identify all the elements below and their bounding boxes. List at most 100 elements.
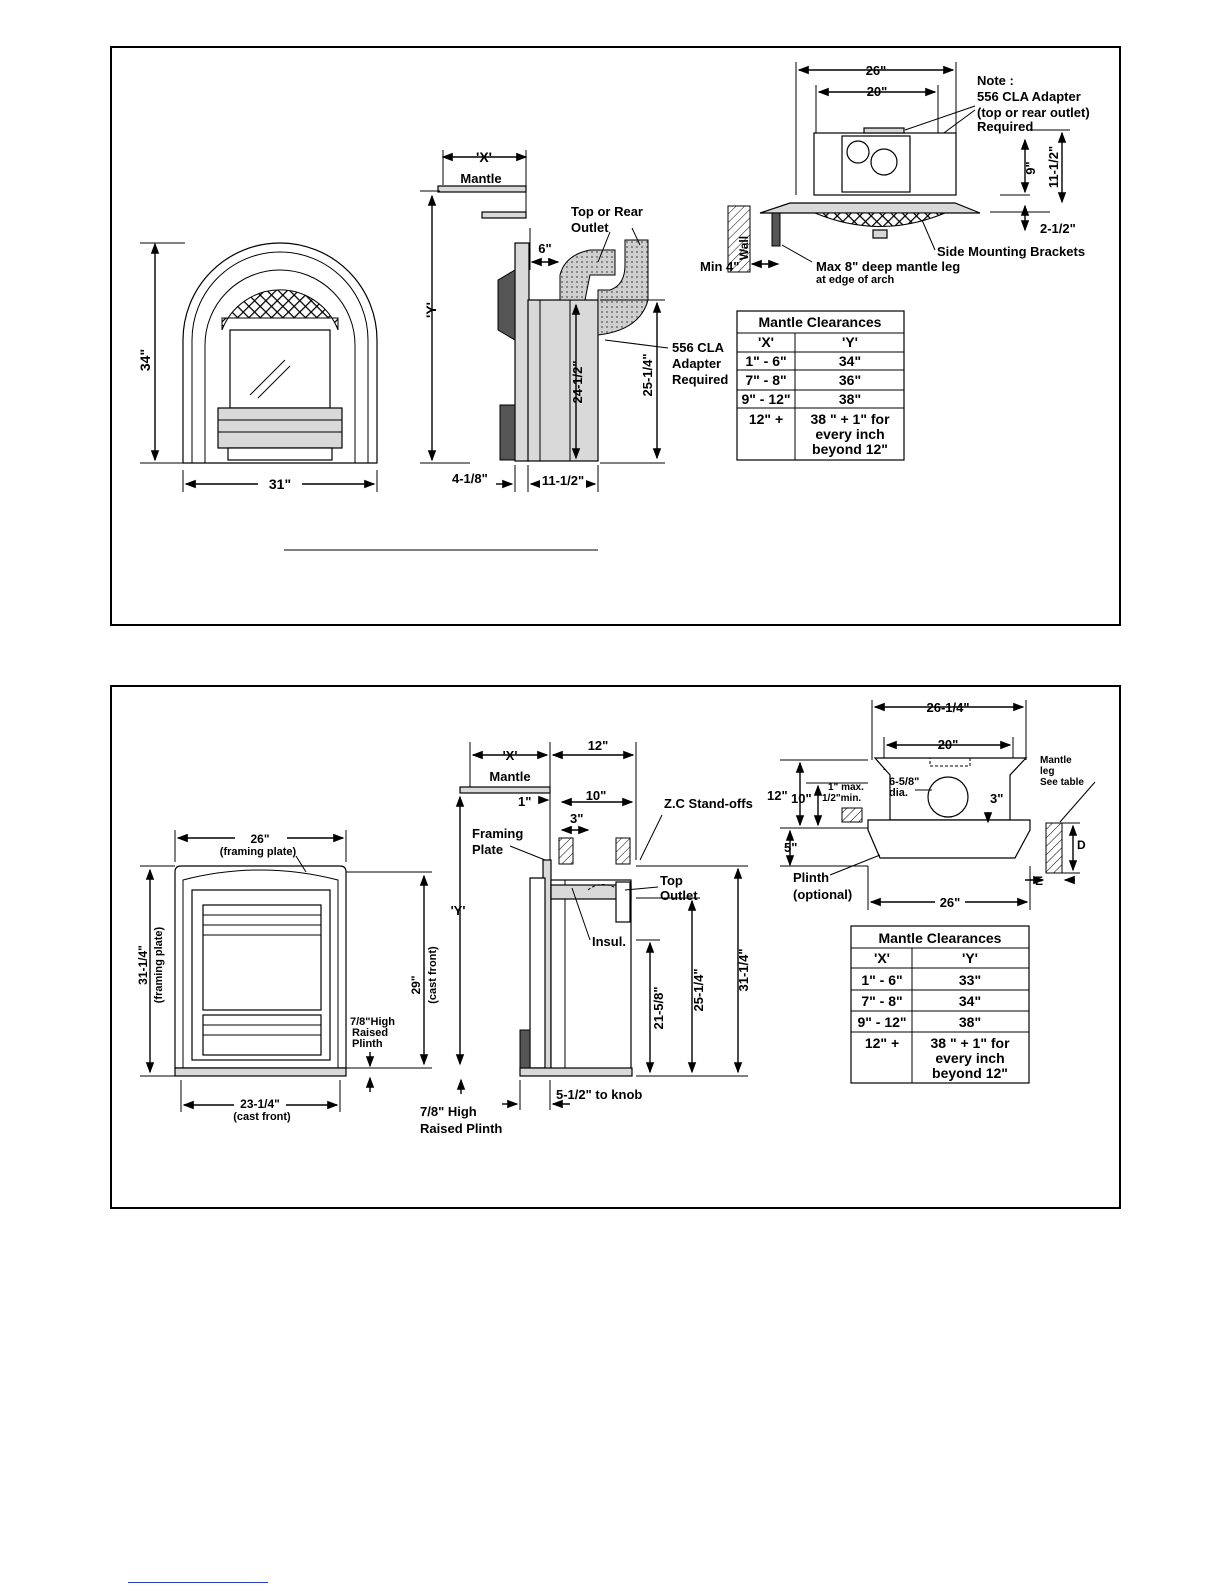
- bottom-side-view: 'X' 12" Mantle 'Y' 1" 10" Z.C Stand-offs…: [420, 738, 753, 1136]
- top-table-r4-y1: 38 " + 1" for: [810, 411, 890, 427]
- top-top-depth-9: 9": [1023, 161, 1038, 174]
- bottom-side-h25: 25-1/4": [691, 968, 706, 1011]
- bottom-front-view: 26" (framing plate) 31-1/4" (framing pla…: [136, 830, 439, 1123]
- top-table-r4-y2: every inch: [815, 426, 884, 442]
- top-panel: [110, 46, 1121, 626]
- top-side-adapter-3: Required: [672, 372, 728, 387]
- bottom-top-three: 3": [990, 791, 1003, 806]
- bottom-side-ten: 10": [586, 788, 607, 803]
- bottom-top-leg-2: leg: [1040, 766, 1054, 777]
- bottom-side-knob: 5-1/2" to knob: [556, 1087, 642, 1102]
- bottom-table-r2-x: 7" - 8": [861, 993, 902, 1009]
- bottom-top-plinth-2: (optional): [793, 887, 852, 902]
- top-top-note-1: Note :: [977, 73, 1014, 88]
- top-table-title: Mantle Clearances: [759, 314, 882, 330]
- bottom-top-h10: 10": [791, 791, 812, 806]
- top-top-brackets: Side Mounting Brackets: [937, 244, 1085, 259]
- bottom-front-height-frame: 31-1/4": [136, 945, 150, 985]
- bottom-side-h31: 31-1/4": [736, 948, 751, 991]
- bottom-table-r3-y: 38": [959, 1014, 981, 1030]
- top-table-r3-x: 9" - 12": [741, 391, 790, 407]
- bottom-front-width-frame-sub: (framing plate): [220, 846, 297, 858]
- top-top-view: 26" 20" Note : 556 CLA Adapter (top or r…: [700, 62, 1090, 286]
- top-side-y-label: 'Y': [423, 302, 439, 318]
- bottom-top-width-26: 26": [940, 895, 961, 910]
- bottom-side-h21: 21-5/8": [651, 986, 666, 1029]
- bottom-top-h12: 12": [767, 788, 788, 803]
- top-top-wall: Wall: [737, 236, 751, 260]
- bottom-table-col-y: 'Y': [962, 950, 978, 966]
- top-side-adapter-2: Adapter: [672, 356, 721, 371]
- bottom-side-plinth-1: 7/8" High: [420, 1104, 477, 1119]
- top-top-note-3: (top or rear outlet): [977, 105, 1090, 120]
- top-table-r4-x: 12" +: [749, 411, 783, 427]
- top-table-r4-y3: beyond 12": [812, 441, 888, 457]
- bottom-table-r1-y: 33": [959, 972, 981, 988]
- bottom-table-r4-y1: 38 " + 1" for: [930, 1035, 1010, 1051]
- bottom-top-leg-3: See table: [1040, 777, 1084, 788]
- bottom-top-leg-1: Mantle: [1040, 755, 1072, 766]
- top-front-view: [182, 242, 378, 464]
- bottom-front-height-frame-sub: (framing plate): [153, 926, 165, 1003]
- top-top-leg-2: at edge of arch: [816, 274, 895, 286]
- top-table-r1-y: 34": [839, 353, 861, 369]
- bottom-side-one: 1": [518, 794, 531, 809]
- top-top-width-inner: 20": [867, 84, 888, 99]
- top-clearances-table: Mantle Clearances 'X' 'Y' 1" - 6" 34" 7"…: [736, 310, 905, 461]
- footer-underline: [128, 1582, 268, 1583]
- top-front-width-label: 31": [269, 476, 291, 492]
- bottom-panel: [110, 685, 1121, 1209]
- bottom-side-three: 3": [570, 811, 583, 826]
- top-table-r3-y: 38": [839, 391, 861, 407]
- bottom-front-plinth-3: Plinth: [352, 1038, 383, 1050]
- top-top-leg-1: Max 8" deep mantle leg: [816, 259, 960, 274]
- top-front-height-label: 34": [137, 349, 153, 371]
- bottom-side-framing-2: Plate: [472, 842, 503, 857]
- bottom-front-height-cast: 29": [409, 975, 423, 994]
- bottom-top-h5: 5": [784, 840, 797, 855]
- bottom-side-framing-1: Framing: [472, 826, 523, 841]
- bottom-front-width-cast: 23-1/4": [240, 1097, 280, 1111]
- bottom-table-r4-y2: every inch: [935, 1050, 1004, 1066]
- bottom-clearances-table: Mantle Clearances 'X' 'Y' 1" - 6" 33" 7"…: [850, 925, 1030, 1084]
- bottom-front-plinth-1: 7/8"High: [350, 1016, 395, 1028]
- top-table-col-x: 'X': [758, 334, 774, 350]
- bottom-side-insul: Insul.: [592, 934, 626, 949]
- bottom-top-width-inner: 20": [938, 737, 959, 752]
- bottom-side-mantle: Mantle: [489, 769, 530, 784]
- bottom-table-r1-x: 1" - 6": [861, 972, 902, 988]
- top-side-adapter-1: 556 CLA: [672, 340, 725, 355]
- top-side-depth-body: 11-1/2": [542, 473, 584, 488]
- top-top-note-2: 556 CLA Adapter: [977, 89, 1081, 104]
- top-side-height-a: 24-1/2": [570, 360, 585, 403]
- bottom-top-max-2: 1/2"min.: [822, 793, 861, 804]
- bottom-top-dia-1: 6-5/8": [889, 776, 919, 788]
- bottom-side-depth-12: 12": [588, 738, 609, 753]
- top-side-view: 'X' Mantle 'Y' 6" Top or Rear Outlet 556…: [420, 149, 728, 492]
- top-top-depth-11: 11-1/2": [1046, 146, 1061, 188]
- bottom-top-max-1: 1" max.: [828, 782, 864, 793]
- top-top-note-4: Required: [977, 119, 1033, 134]
- bottom-front-plinth-2: Raised: [352, 1027, 388, 1039]
- bottom-table-r4-y3: beyond 12": [932, 1065, 1008, 1081]
- bottom-top-d: D: [1077, 838, 1086, 852]
- top-table-r2-x: 7" - 8": [745, 372, 786, 388]
- bottom-side-zc: Z.C Stand-offs: [664, 796, 753, 811]
- bottom-table-title: Mantle Clearances: [879, 930, 1002, 946]
- top-front-dim-height: 34": [137, 242, 185, 464]
- top-front-dim-width: 31": [182, 470, 378, 492]
- top-top-depth-2: 2-1/2": [1040, 221, 1076, 236]
- bottom-front-width-cast-sub: (cast front): [233, 1111, 291, 1123]
- bottom-table-col-x: 'X': [874, 950, 890, 966]
- top-side-depth-front: 4-1/8": [452, 471, 488, 486]
- bottom-side-plinth-2: Raised Plinth: [420, 1121, 502, 1136]
- bottom-top-e: E: [1035, 874, 1043, 888]
- top-side-vent-label-1: Top or Rear: [571, 204, 643, 219]
- bottom-top-dia-2: dia.: [889, 787, 908, 799]
- top-side-vent-label-2: Outlet: [571, 220, 609, 235]
- bottom-side-top-outlet-2: Outlet: [660, 888, 698, 903]
- bottom-front-width-frame: 26": [250, 832, 269, 846]
- bottom-side-top-outlet-1: Top: [660, 873, 683, 888]
- bottom-top-view: 26-1/4" 20" Mantle leg See table 12" 10"…: [767, 700, 1096, 910]
